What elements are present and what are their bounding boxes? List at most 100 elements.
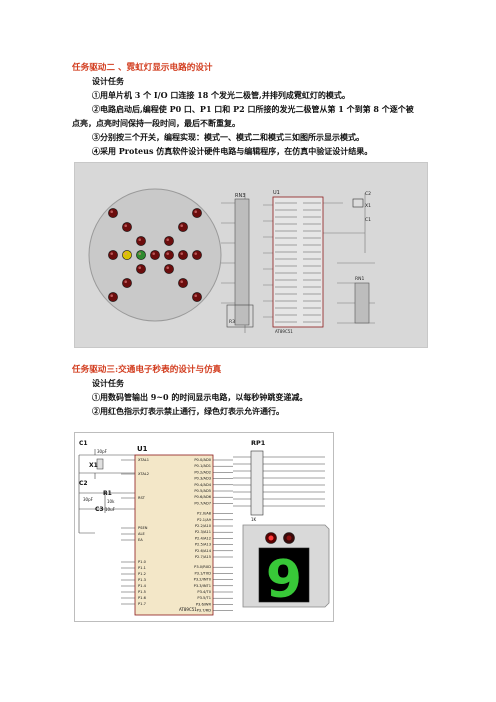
led bbox=[136, 264, 146, 274]
section2-item-1: ①用数码管输出 9~0 的时间显示电路，以每秒钟跳变递减。 bbox=[92, 392, 308, 402]
u1-label: U1 bbox=[137, 445, 148, 453]
section2-heading: 任务驱动三:交通电子秒表的设计与仿真 bbox=[72, 365, 222, 375]
chip-name: AT89C51 bbox=[275, 329, 293, 334]
crystal-x1 bbox=[352, 198, 364, 208]
led bbox=[108, 208, 118, 218]
led bbox=[192, 250, 202, 260]
led bbox=[192, 292, 202, 302]
c2-label: C2 bbox=[365, 191, 371, 197]
led-highlight bbox=[194, 210, 197, 213]
chip-pin-label: P0.7/AD7 bbox=[194, 501, 211, 505]
led bbox=[136, 236, 146, 246]
led-highlight bbox=[194, 294, 197, 297]
chip-name: AT89C51 bbox=[179, 607, 197, 612]
led bbox=[108, 250, 118, 260]
led bbox=[164, 236, 174, 246]
chip-pin-label: P0.3/AD3 bbox=[194, 477, 211, 481]
chip-pin-label: P2.5/A13 bbox=[195, 543, 211, 547]
oscillator-wires bbox=[78, 449, 135, 534]
u1-chip bbox=[272, 196, 324, 328]
chip-pin-label: P1.0 bbox=[138, 560, 147, 564]
chip-pin-label: XTAL1 bbox=[138, 458, 149, 462]
section1-task-label: 设计任务 bbox=[92, 76, 124, 86]
c1-value: 30pF bbox=[97, 449, 108, 454]
chip-pin-label: P2.2/A10 bbox=[195, 524, 212, 528]
led-highlight bbox=[180, 252, 183, 255]
section1-heading: 任务驱动二 、霓虹灯显示电路的设计 bbox=[72, 63, 213, 73]
c2-value: 30pF bbox=[83, 497, 94, 502]
led bbox=[164, 250, 174, 260]
chip-pin-label: P1.3 bbox=[138, 578, 146, 582]
chip-pin-label: RST bbox=[138, 496, 146, 500]
chip-pin-label: P0.0/AD0 bbox=[194, 458, 211, 462]
chip-pin-label: P1.5 bbox=[138, 590, 146, 594]
rn1-resistor-network bbox=[354, 282, 370, 324]
crystal-x1 bbox=[96, 458, 104, 470]
chip-pin-label: P0.4/AD4 bbox=[194, 483, 211, 487]
led-highlight bbox=[124, 252, 127, 255]
rn1-label: RN1 bbox=[355, 276, 364, 282]
x1-label: X1 bbox=[89, 462, 98, 469]
chip-pin-label: P1.7 bbox=[138, 602, 146, 606]
u1-label: U1 bbox=[273, 190, 280, 196]
chip-pin-label: P1.4 bbox=[138, 584, 147, 588]
led-highlight bbox=[194, 252, 197, 255]
rn3-label: RN3 bbox=[235, 193, 245, 199]
chip-pin-label: P1.1 bbox=[138, 566, 146, 570]
stopwatch-circuit-figure: C1 30pF X1 C2 30pF R1 10k C3 10uF U1 AT8… bbox=[74, 432, 334, 622]
seven-segment-display bbox=[258, 547, 310, 603]
section1-item-2: ②电路启动后,编程使 P0 口、P1 口和 P2 口所接的发光二极管从第 1 个… bbox=[92, 104, 414, 114]
chip-pin-label: P2.0/A8 bbox=[197, 512, 212, 516]
led-highlight bbox=[166, 252, 169, 255]
led bbox=[192, 208, 202, 218]
chip-pin-label: P2.6/A14 bbox=[195, 549, 212, 553]
chip-pin-label: EA bbox=[138, 538, 143, 542]
green-light-glow bbox=[286, 535, 292, 541]
c2-label: C2 bbox=[79, 480, 88, 487]
led-highlight bbox=[110, 294, 113, 297]
chip-pin-label: P2.7/A15 bbox=[195, 555, 211, 559]
led bbox=[164, 264, 174, 274]
red-light-glow bbox=[268, 535, 274, 541]
chip-pin-label: P3.7/RD bbox=[197, 609, 212, 613]
led bbox=[122, 250, 132, 260]
led-highlight bbox=[166, 266, 169, 269]
chip-pin-label: P3.4/T0 bbox=[197, 590, 211, 594]
chip-pin-lines bbox=[275, 202, 321, 323]
chip-pin-label: P0.2/AD2 bbox=[194, 470, 211, 474]
led bbox=[108, 292, 118, 302]
led-highlight bbox=[124, 280, 127, 283]
led bbox=[178, 278, 188, 288]
led-highlight bbox=[152, 252, 155, 255]
r1-value: 10k bbox=[107, 499, 115, 504]
rp1-resistor-pack bbox=[250, 450, 264, 516]
led-highlight bbox=[138, 238, 141, 241]
rp1-wires bbox=[233, 456, 325, 507]
c1-label: C1 bbox=[365, 217, 371, 223]
section1-item-4: ④采用 Proteus 仿真软件设计硬件电路与编辑程序，在仿真中验证设计结果。 bbox=[92, 146, 373, 156]
led bbox=[150, 250, 160, 260]
chip-pin-label: XTAL2 bbox=[138, 472, 149, 476]
rp1-value: 1K bbox=[251, 517, 257, 522]
led-highlight bbox=[180, 280, 183, 283]
chip-pin-label: P3.6/WR bbox=[196, 602, 212, 606]
led-highlight bbox=[124, 224, 127, 227]
chip-pin-label: P3.0/RXD bbox=[194, 565, 211, 569]
r3-label: R3 bbox=[229, 319, 235, 325]
chip-pin-label: P0.6/AD6 bbox=[194, 495, 211, 499]
chip-right-pins: P0.0/AD0P0.1/AD1P0.2/AD2P0.3/AD3P0.4/AD4… bbox=[194, 458, 233, 613]
section1-item-1: ①用单片机 3 个 I/O 口连接 18 个发光二极管,并排列成霓虹灯的模式。 bbox=[92, 90, 350, 100]
chip-pin-label: P2.4/A12 bbox=[195, 536, 211, 540]
chip-pin-label: P0.5/AD5 bbox=[194, 489, 211, 493]
led bbox=[122, 278, 132, 288]
section2-task-label: 设计任务 bbox=[92, 378, 124, 388]
chip-pin-label: P3.1/TXD bbox=[194, 571, 211, 575]
led-highlight bbox=[166, 238, 169, 241]
switch-group bbox=[226, 304, 254, 328]
section1-item-3: ③分别按三个开关，编程实现：模式一、模式二和模式三如图所示显示模式。 bbox=[92, 132, 364, 142]
led bbox=[178, 250, 188, 260]
rp1-label: RP1 bbox=[251, 439, 266, 447]
chip-pin-label: P3.2/INT0 bbox=[194, 578, 212, 582]
section1-item-2-cont: 点亮，点亮时间保持一段时间，最后不断重复。 bbox=[72, 118, 240, 128]
